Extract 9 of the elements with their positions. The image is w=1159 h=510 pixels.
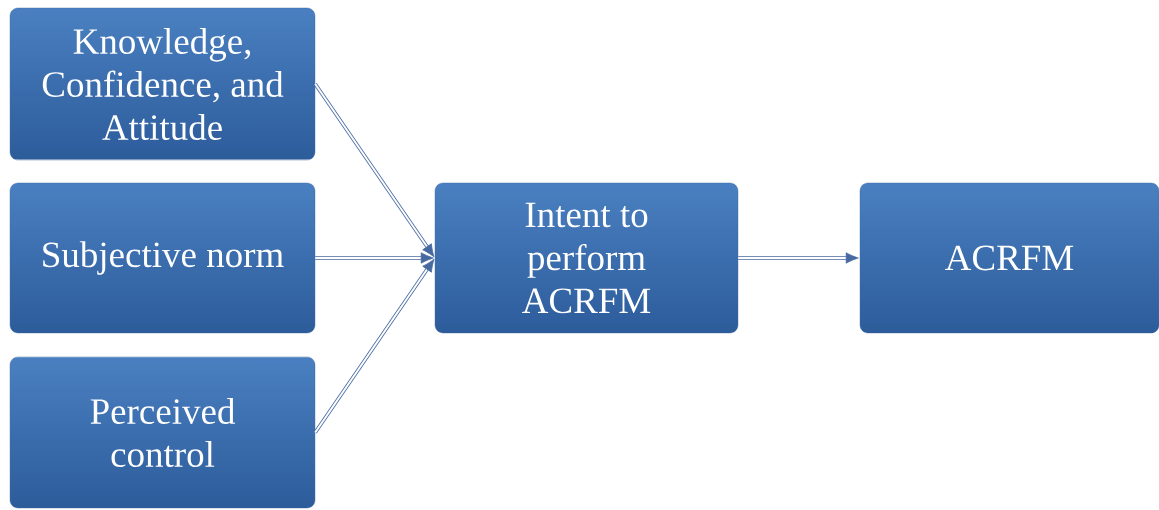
arrow: [313, 258, 435, 434]
process-box: ACRFM: [859, 182, 1159, 334]
process-box: Perceived control: [9, 356, 316, 509]
process-box: Knowledge, Confidence, and Attitude: [9, 7, 316, 161]
arrow: [737, 252, 859, 264]
process-box: Subjective norm: [9, 182, 316, 334]
process-box: Intent to perform ACRFM: [434, 182, 739, 334]
arrow: [313, 82, 435, 258]
arrow: [314, 252, 434, 264]
